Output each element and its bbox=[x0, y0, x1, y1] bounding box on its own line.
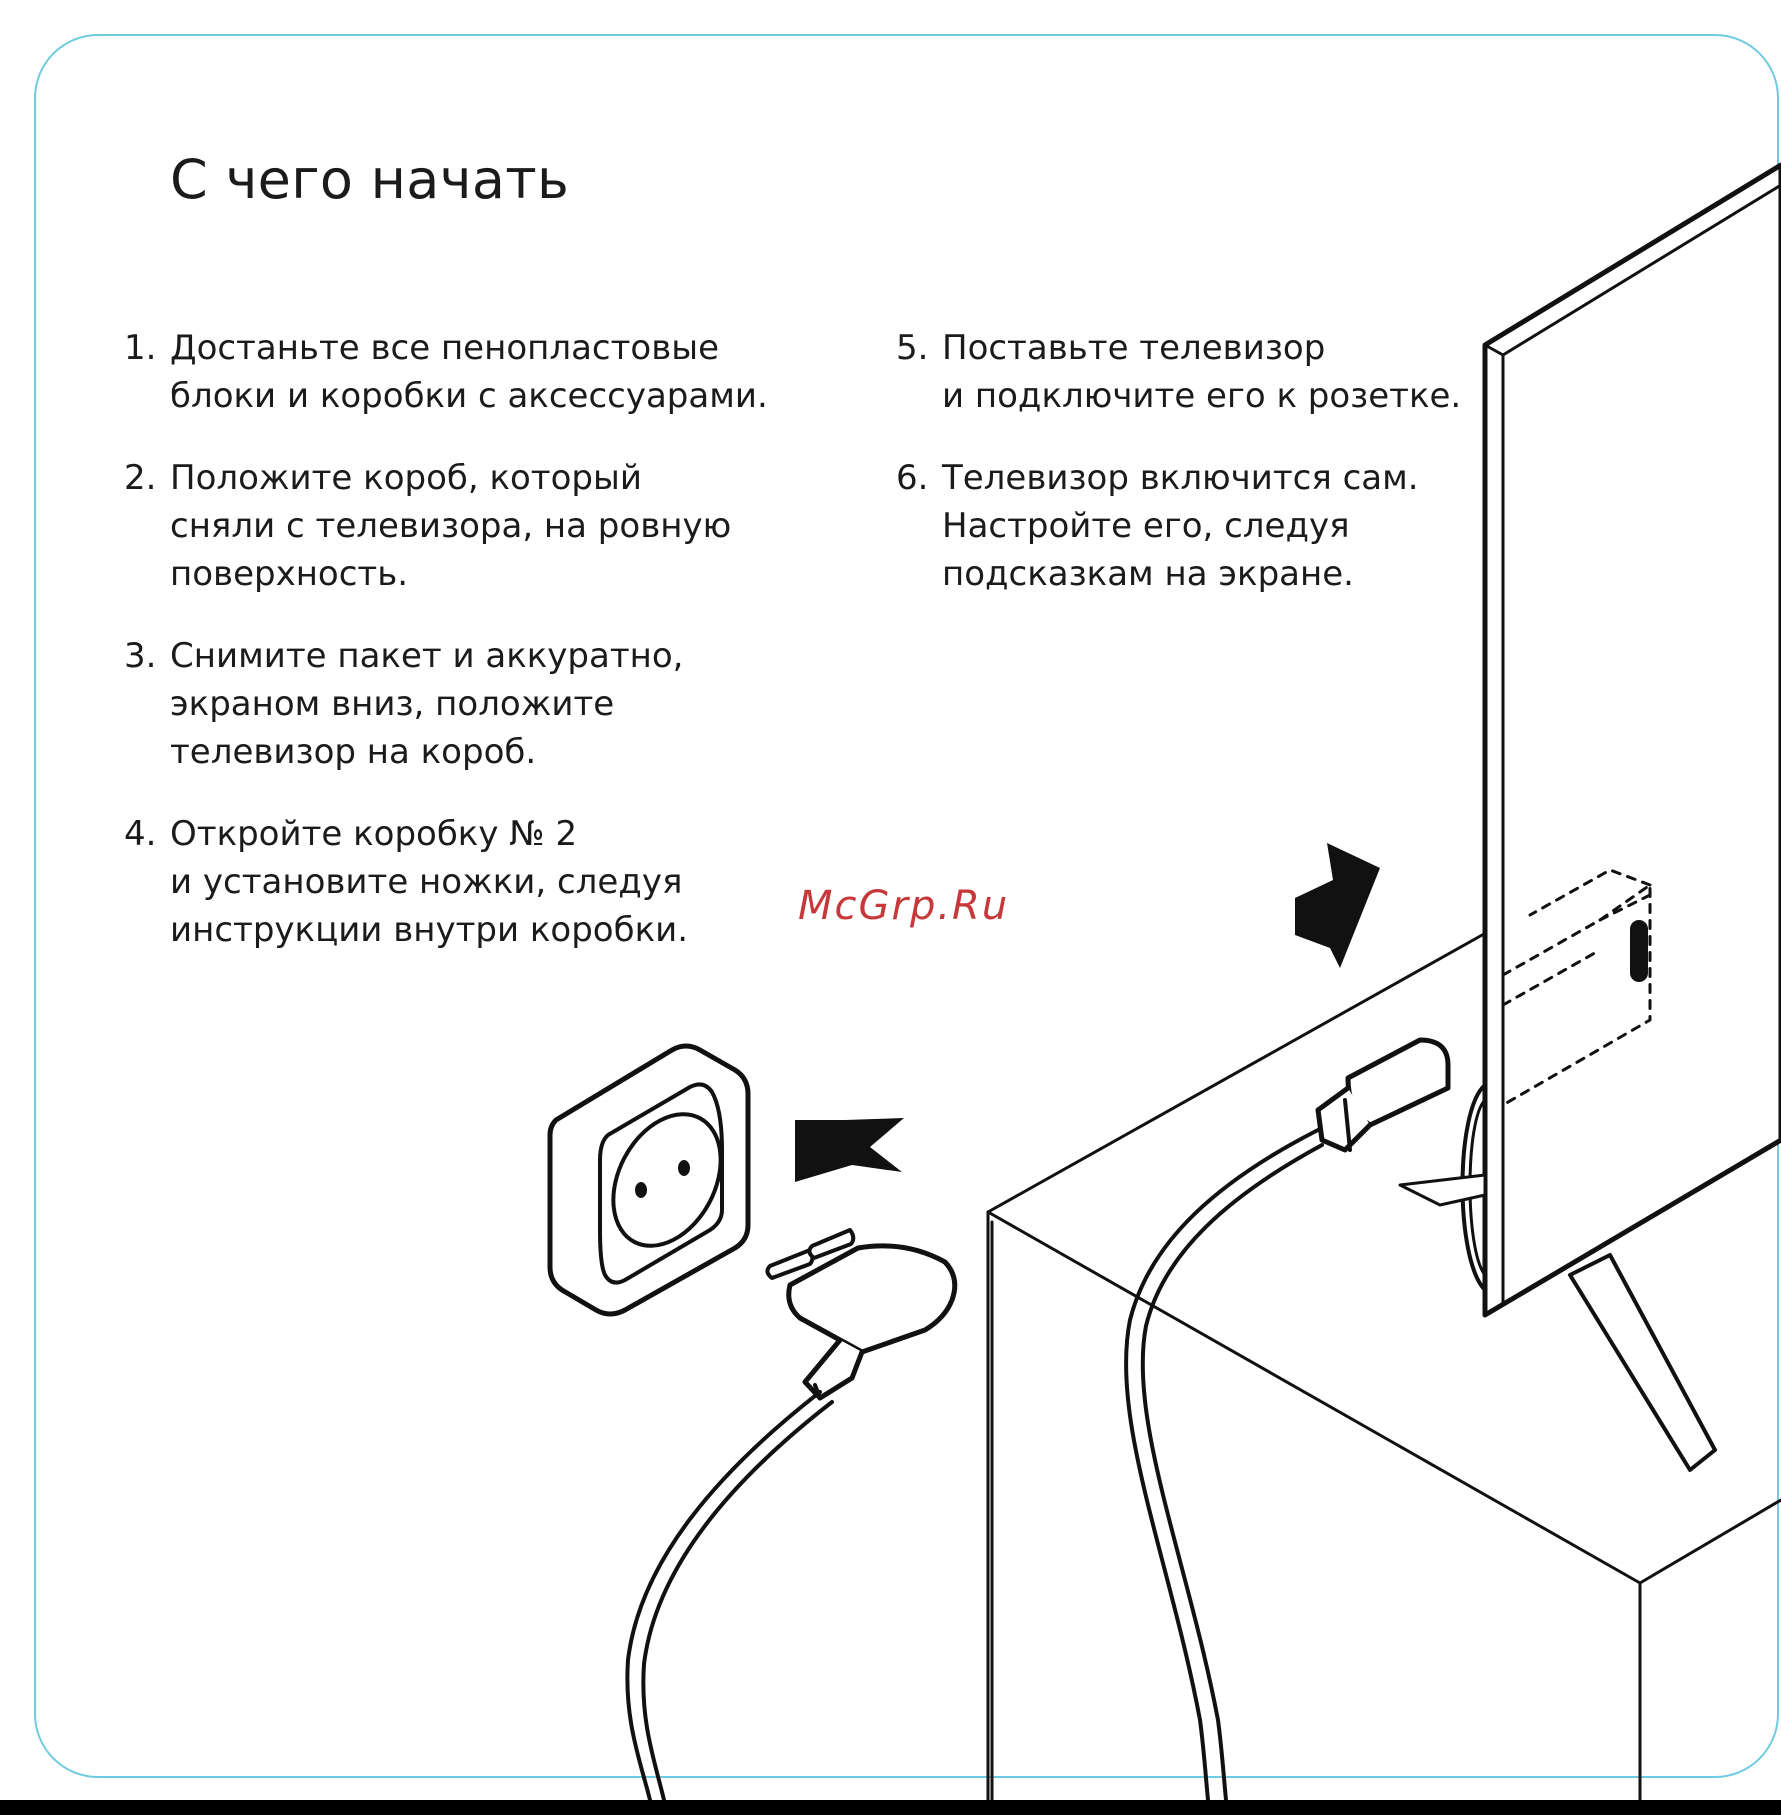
step-2: 2. Положите короб, который сняли с телев… bbox=[124, 454, 731, 598]
watermark: McGrp.Ru bbox=[798, 883, 1010, 929]
step-3: 3. Снимите пакет и аккуратно, экраном вн… bbox=[124, 632, 683, 776]
step-4: 4. Откройте коробку № 2 и установите нож… bbox=[124, 810, 688, 954]
step-text: Телевизор включится сам. Настройте его, … bbox=[942, 458, 1419, 594]
step-text: Поставьте телевизор и подключите его к р… bbox=[942, 328, 1462, 416]
step-text: Откройте коробку № 2 и установите ножки,… bbox=[170, 814, 689, 950]
plug-icon bbox=[1315, 1037, 1451, 1153]
plug-icon bbox=[765, 1228, 958, 1401]
step-1: 1. Достаньте все пенопластовые блоки и к… bbox=[124, 324, 768, 420]
step-text: Снимите пакет и аккуратно, экраном вниз,… bbox=[170, 636, 684, 772]
step-number: 5. bbox=[896, 328, 929, 368]
step-text: Достаньте все пенопластовые блоки и коро… bbox=[170, 328, 768, 416]
step-5: 5. Поставьте телевизор и подключите его … bbox=[896, 324, 1461, 420]
step-number: 4. bbox=[124, 814, 157, 854]
cable-icon bbox=[625, 1128, 1324, 1802]
cabinet-icon bbox=[986, 923, 1781, 1802]
wall-socket-icon bbox=[547, 1043, 751, 1317]
step-number: 3. bbox=[124, 636, 157, 676]
page-title: С чего начать bbox=[170, 148, 570, 211]
step-text: Положите короб, который сняли с телевизо… bbox=[170, 458, 732, 594]
arrow-icon bbox=[795, 843, 1380, 1182]
step-number: 2. bbox=[124, 458, 157, 498]
step-6: 6. Телевизор включится сам. Настройте ег… bbox=[896, 454, 1419, 598]
bottom-border bbox=[0, 1800, 1781, 1815]
step-number: 1. bbox=[124, 328, 157, 368]
step-number: 6. bbox=[896, 458, 929, 498]
tv-icon bbox=[1398, 162, 1781, 1472]
